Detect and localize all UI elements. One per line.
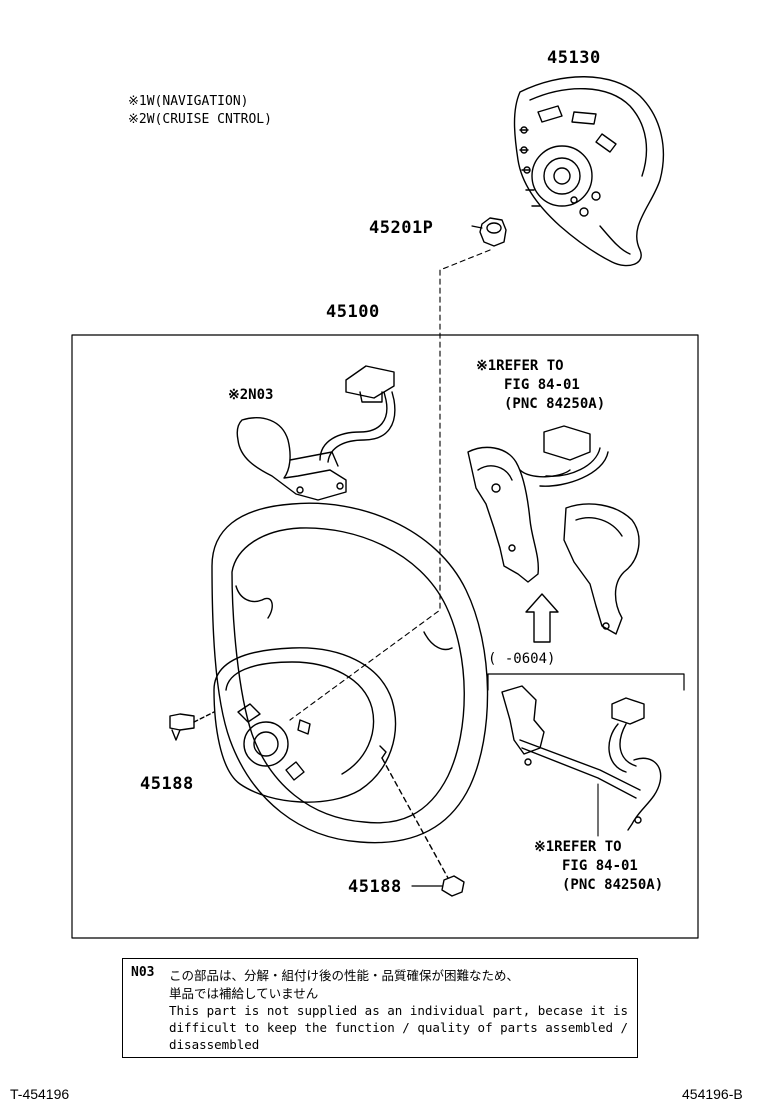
- reference-lower-line1: ※1REFER TO: [534, 839, 622, 855]
- part-label-45188-left[interactable]: 45188: [140, 774, 194, 794]
- part-label-45201p[interactable]: 45201P: [369, 218, 434, 238]
- footnote-code: N03: [131, 965, 155, 980]
- footnote-en-line2: difficult to keep the function / quality…: [169, 1020, 629, 1035]
- cruise-switch-drawing: [236, 365, 396, 501]
- footer-left-id: T-454196: [10, 1086, 70, 1102]
- reference-lower-line3: (PNC 84250A): [562, 877, 664, 893]
- reference-upper-line2: FIG 84-01: [504, 377, 580, 393]
- assembly-frame: [71, 334, 699, 939]
- footnote-en-line1: This part is not supplied as an individu…: [169, 1003, 629, 1018]
- nav-switch-lower-drawing: [501, 685, 662, 837]
- steering-wheel-drawing: [211, 502, 489, 844]
- up-arrow: [525, 593, 559, 643]
- variant-note-1: ※1W(NAVIGATION): [128, 94, 249, 109]
- leader-line: [471, 225, 483, 229]
- footnote-en-line3: disassembled: [169, 1037, 260, 1052]
- airbag-pad-drawing: [513, 76, 665, 267]
- reference-upper[interactable]: ※1REFER TO FIG 84-01 (PNC 84250A): [476, 357, 605, 414]
- range-label: ( -0604): [488, 651, 556, 667]
- screw-bottom-drawing: [381, 757, 465, 897]
- nav-switch-upper-drawing: [467, 425, 640, 635]
- part-label-45130[interactable]: 45130: [547, 48, 601, 68]
- footer-right-id: 454196-B: [682, 1086, 743, 1102]
- part-label-n03[interactable]: ※2N03: [228, 387, 274, 403]
- part-label-45100[interactable]: 45100: [326, 302, 380, 322]
- footnote-jp-line2: 単品では補給していません: [169, 986, 319, 1001]
- part-label-45188-bottom[interactable]: 45188: [348, 877, 402, 897]
- footnote-box: N03 この部品は、分解・組付け後の性能・品質確保が困難なため、 単品では補給し…: [122, 958, 638, 1058]
- reference-upper-line1: ※1REFER TO: [476, 358, 564, 374]
- range-bracket: [487, 673, 685, 691]
- reference-lower[interactable]: ※1REFER TO FIG 84-01 (PNC 84250A): [534, 838, 663, 895]
- footnote-jp-line1: この部品は、分解・組付け後の性能・品質確保が困難なため、: [169, 968, 520, 983]
- variant-note-2: ※2W(CRUISE CNTROL): [128, 112, 272, 127]
- nut-drawing: [479, 217, 507, 247]
- reference-lower-line2: FIG 84-01: [562, 858, 638, 874]
- screw-left-drawing: [169, 711, 215, 741]
- reference-upper-line3: (PNC 84250A): [504, 396, 606, 412]
